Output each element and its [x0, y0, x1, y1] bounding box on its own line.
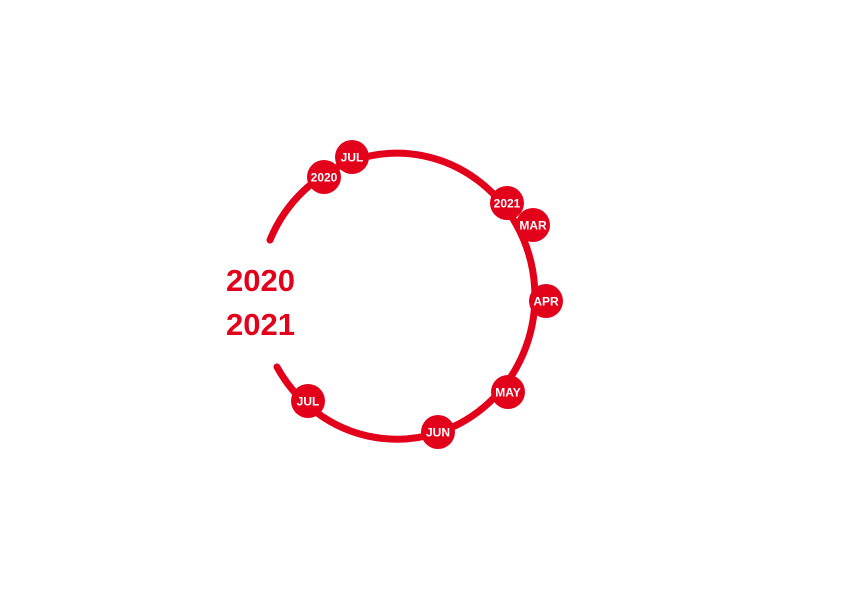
svg-text:JUL: JUL [341, 151, 364, 165]
marker-year-2020: 2020 [307, 160, 341, 194]
title-year-2020: 2020 [226, 263, 295, 298]
svg-text:2020: 2020 [311, 171, 338, 185]
svg-text:MAR: MAR [519, 219, 547, 233]
marker-jul-2020: JUL [335, 140, 369, 174]
title-year-2021: 2021 [226, 307, 295, 342]
marker-jul-2021: JUL [291, 384, 325, 418]
marker-mar: MAR [516, 208, 550, 242]
marker-may: MAY [491, 375, 525, 409]
marker-year-2021: 2021 [490, 186, 524, 220]
svg-text:MAY: MAY [495, 386, 521, 400]
marker-apr: APR [529, 284, 563, 318]
svg-text:2021: 2021 [494, 197, 521, 211]
marker-jun: JUN [421, 415, 455, 449]
svg-text:APR: APR [533, 295, 559, 309]
svg-text:JUL: JUL [297, 395, 320, 409]
svg-text:JUN: JUN [426, 426, 450, 440]
